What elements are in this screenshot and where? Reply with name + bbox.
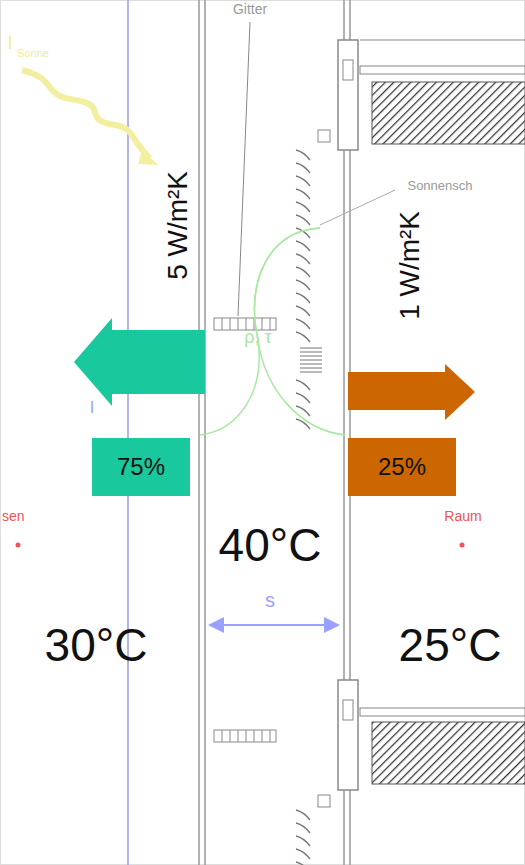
temperature: 30°C — [45, 620, 148, 671]
symbol: I — [7, 34, 12, 54]
temperature: 25°C — [399, 620, 502, 671]
heat-transfer-coefficient: 1 W/m²K — [395, 211, 426, 320]
dimension: s — [265, 589, 275, 611]
temperature: 40°C — [219, 520, 322, 571]
part-name: Sonnensch — [407, 179, 472, 193]
percent-value: 75% — [117, 453, 165, 481]
zone-name: sen — [2, 509, 25, 524]
part-name: Gitter — [233, 2, 267, 17]
zone-name: Raum — [444, 509, 481, 524]
percent-value: 25% — [378, 453, 426, 481]
heat-share-out: 75% — [92, 438, 190, 496]
heat-transfer-coefficient: 5 W/m²K — [163, 171, 194, 280]
optical-properties: ρ, τ — [244, 328, 271, 348]
symbol-subscript: Sonne — [17, 47, 49, 59]
symbol: I — [90, 399, 94, 417]
heat-share-in: 25% — [348, 438, 456, 496]
